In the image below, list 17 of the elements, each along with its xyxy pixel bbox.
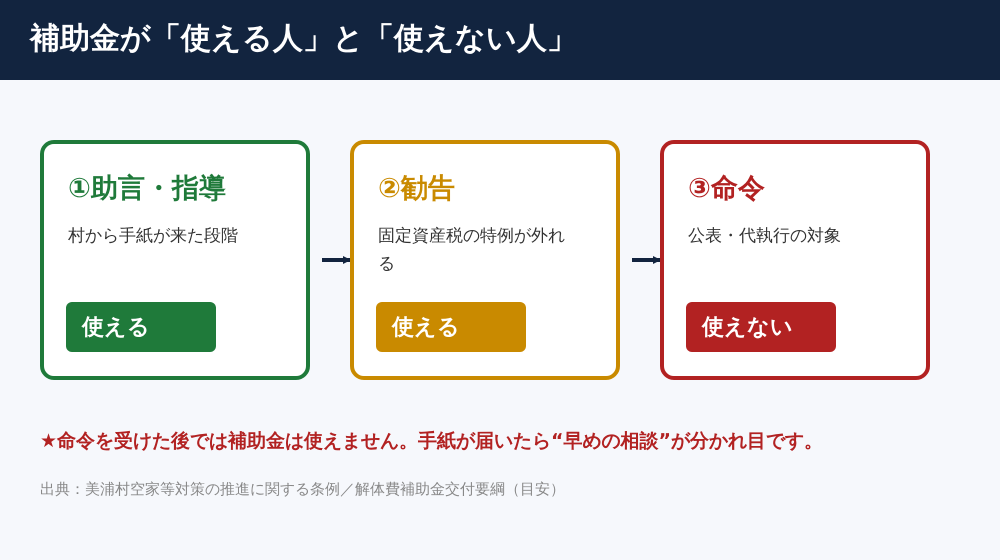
source-note: 出典：美浦村空家等対策の推進に関する条例／解体費補助金交付要綱（目安）	[40, 480, 565, 499]
title: 補助金が「使える人」と「使えない人」	[30, 20, 577, 58]
stage-card	[660, 140, 930, 380]
stage-description: 公表・代執行の対象	[688, 225, 842, 248]
stage-description: 村から手紙が来た段階	[68, 225, 239, 248]
stage-heading: ②勧告	[378, 172, 455, 206]
arrow	[632, 256, 661, 264]
stage-description: 固定資産税の特例が外れる	[378, 225, 566, 276]
status-badge: 使えない	[686, 302, 836, 352]
arrow	[322, 256, 351, 264]
status-badge: 使える	[66, 302, 216, 352]
note-text: ★命令を受けた後では補助金は使えません。手紙が届いたら“早めの相談”が分かれ目です。	[40, 429, 824, 454]
stage-heading: ①助言・指導	[68, 172, 226, 206]
stage-heading: ③命令	[688, 172, 765, 206]
stage-card	[350, 140, 620, 380]
status-badge: 使える	[376, 302, 526, 352]
stage-card	[40, 140, 310, 380]
